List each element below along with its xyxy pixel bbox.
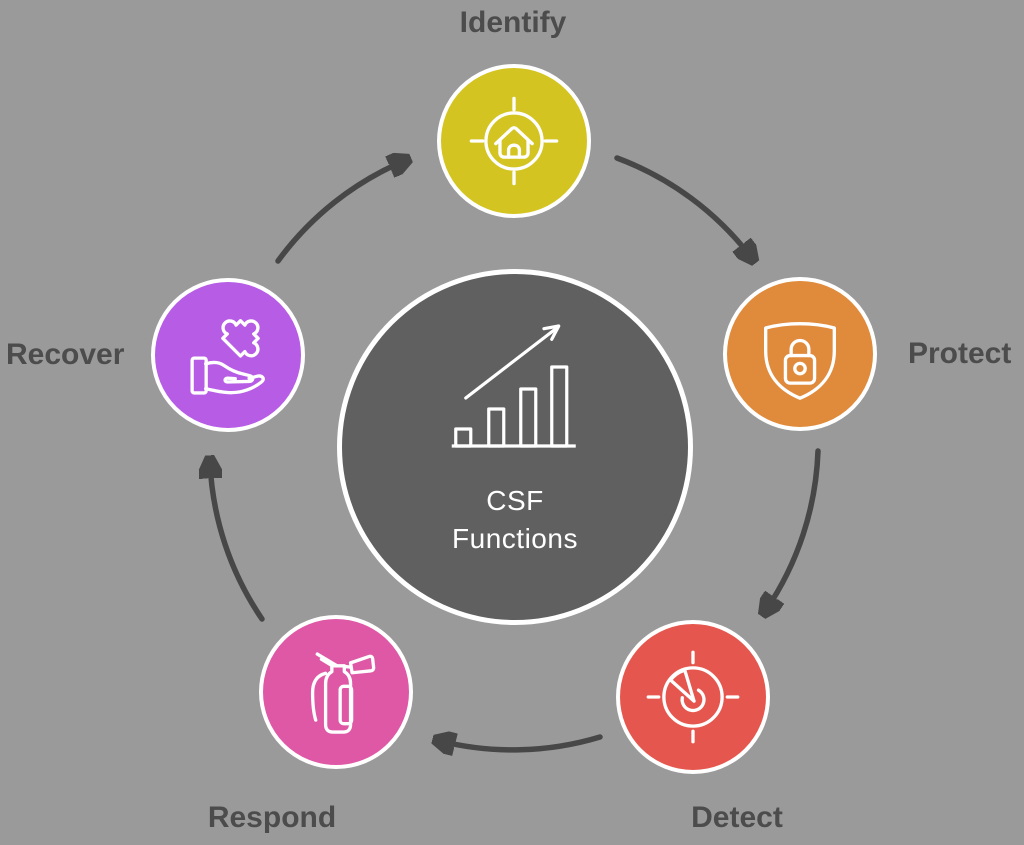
label-respond: Respond [207, 801, 337, 834]
label-detect: Detect [691, 801, 783, 834]
fire-extinguisher-icon [310, 652, 376, 734]
node-protect [723, 277, 877, 431]
node-respond [259, 615, 413, 769]
label-protect: Protect [908, 337, 1012, 370]
arrow-recover-to-identify [275, 161, 404, 264]
label-recover: Recover [6, 338, 125, 371]
center-label-line2: Functions [452, 523, 578, 554]
arrow-protect-to-detect [766, 448, 821, 610]
label-identify: Identify [459, 6, 567, 39]
arrow-identify-to-protect [614, 155, 751, 257]
center-node-csf-functions: CSF Functions [337, 269, 693, 625]
radar-detector-icon [646, 650, 740, 744]
hand-puzzle-icon [190, 319, 265, 395]
node-identify [437, 64, 591, 218]
center-label-line1: CSF [486, 485, 544, 516]
arrow-respond-to-recover [210, 463, 265, 622]
node-recover [151, 278, 305, 432]
arrow-detect-to-respond [440, 737, 603, 750]
bar-chart-growth-icon [451, 324, 576, 448]
node-detect [616, 620, 770, 774]
shield-lock-icon [764, 322, 836, 400]
target-house-icon [469, 96, 559, 186]
center-label: CSF Functions [342, 482, 688, 558]
